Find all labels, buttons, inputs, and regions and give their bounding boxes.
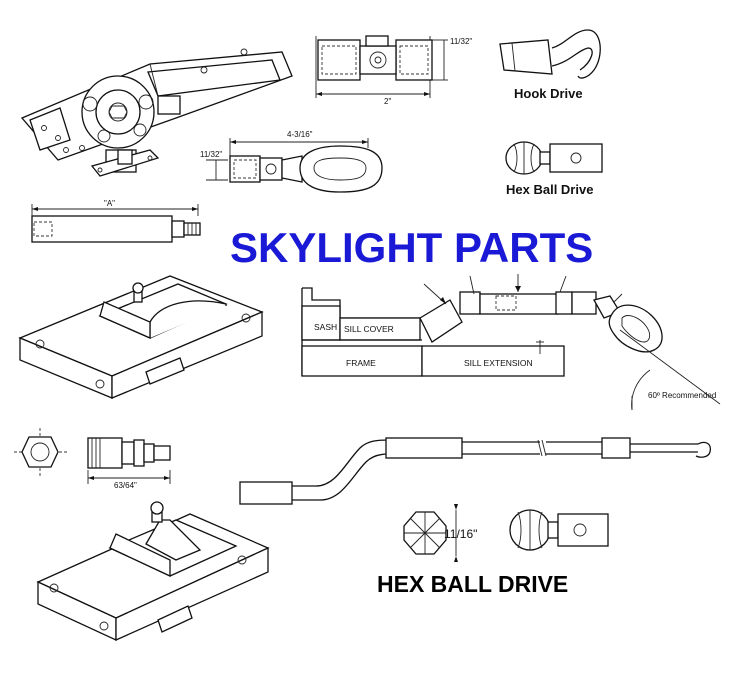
nozzle-length-dim: 63/64" [114,481,137,490]
hex-ball-drive-big-label: HEX BALL DRIVE [377,571,568,597]
sill-cover-label: SILL COVER [344,324,394,334]
page-title: SKYLIGHT PARTS [230,224,593,271]
frame-label: FRAME [346,358,376,368]
eye-length-dim: 4-3/16" [287,130,313,139]
operator-box-bottom-icon [36,501,270,642]
cable-icon [239,437,712,505]
sash-label: SASH [314,322,337,332]
hex-ball-drive-icon [505,141,603,175]
nozzle-icon [87,437,171,484]
rod-icon [31,204,201,243]
operator-box-icon [18,275,264,399]
hook-drive-icon [499,29,601,79]
coupler-length-dim: 2" [384,97,391,106]
eye-height-dim: 11/32" [200,150,222,159]
sill-extension-label: SILL EXTENSION [464,358,533,368]
hex-ball-drive-small-label: Hex Ball Drive [506,182,593,197]
eye-link-icon [206,138,383,193]
hex-nut-icon [14,428,68,476]
hook-drive-label: Hook Drive [514,86,583,101]
coupler-icon [315,35,448,98]
coupler-height-dim: 11/32" [450,37,472,46]
angle-label: 60º Recommended [648,391,716,400]
installation-diagram [301,274,721,411]
hex-ball-drive-large-icon [403,504,609,562]
operator-gear-icon [20,48,293,177]
rod-length-dim: "A" [104,199,115,208]
hex-size-dim: 11/16" [444,527,477,541]
